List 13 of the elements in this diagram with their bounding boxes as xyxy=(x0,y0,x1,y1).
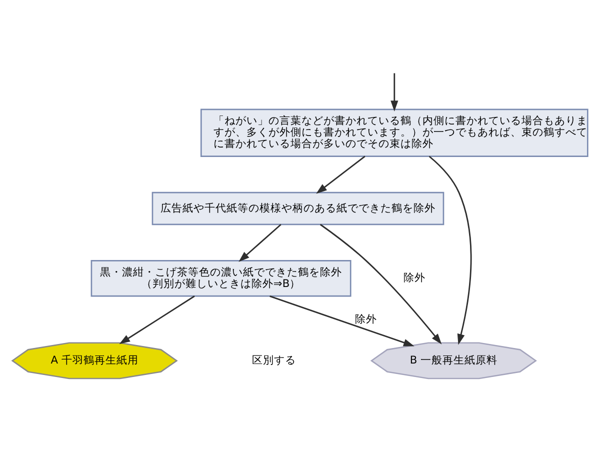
arrow xyxy=(428,155,472,344)
arrow xyxy=(320,223,442,344)
node-box: 広告紙や千代紙等の模様や柄のある紙でできた鶴を除外 xyxy=(152,191,444,225)
arrow xyxy=(238,223,282,262)
node-box: 「ねがい」の言葉などが書かれている鶴（内側に書かれている場合もありますが、多くが外側にも書かれています。）が一つでもあれば、束の鶴すべてに書かれている場合が多いのでその束は除外 xyxy=(200,108,588,156)
node-box: 黒・濃紺・こげ茶等色の濃い紙でできた鶴を除外 （判別が難しいときは除外⇒B） xyxy=(90,260,352,296)
arrow xyxy=(390,72,398,111)
label: 区別する xyxy=(252,352,296,366)
arrow xyxy=(270,294,414,346)
arrow xyxy=(119,295,195,344)
edge-label: 除外 xyxy=(355,312,378,325)
edge-label: 除外 xyxy=(404,270,426,284)
arrow xyxy=(316,155,366,194)
